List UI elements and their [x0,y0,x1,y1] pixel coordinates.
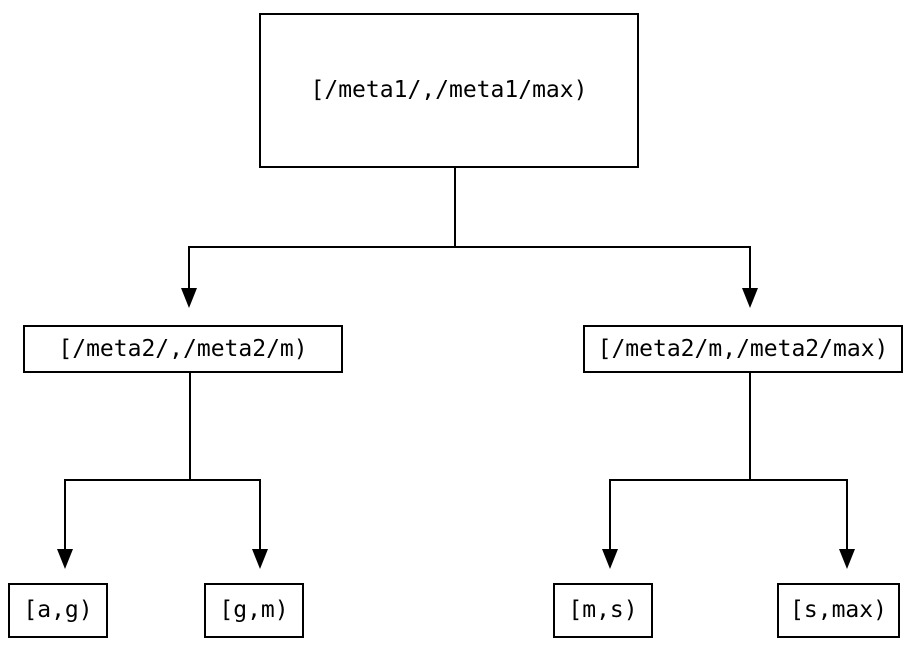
edge-left-to-leaves [64,373,261,550]
edge-root-to-children [188,168,751,290]
arrowhead-icon [57,549,73,569]
node-label: [m,s) [568,597,638,623]
node-label: [/meta2/m,/meta2/max) [597,335,889,362]
node-leaf-gm: [g,m) [204,583,304,638]
node-label: [/meta1/,/meta1/max) [310,77,588,103]
arrowhead-icon [252,549,268,569]
node-label: [g,m) [219,597,289,623]
node-label: [/meta2/,/meta2/m) [58,335,308,362]
node-right-interval: [/meta2/m,/meta2/max) [583,325,903,373]
arrowhead-icon [742,288,758,308]
node-left-interval: [/meta2/,/meta2/m) [23,325,343,373]
node-leaf-ms: [m,s) [553,583,653,638]
node-leaf-smax: [s,max) [777,583,900,638]
node-label: [s,max) [790,597,887,623]
node-leaf-ag: [a,g) [8,583,108,638]
node-label: [a,g) [23,597,93,623]
arrowhead-icon [602,549,618,569]
arrowhead-icon [181,288,197,308]
edge-right-to-leaves [609,373,848,550]
node-root-interval: [/meta1/,/meta1/max) [259,13,639,168]
arrowhead-icon [839,549,855,569]
